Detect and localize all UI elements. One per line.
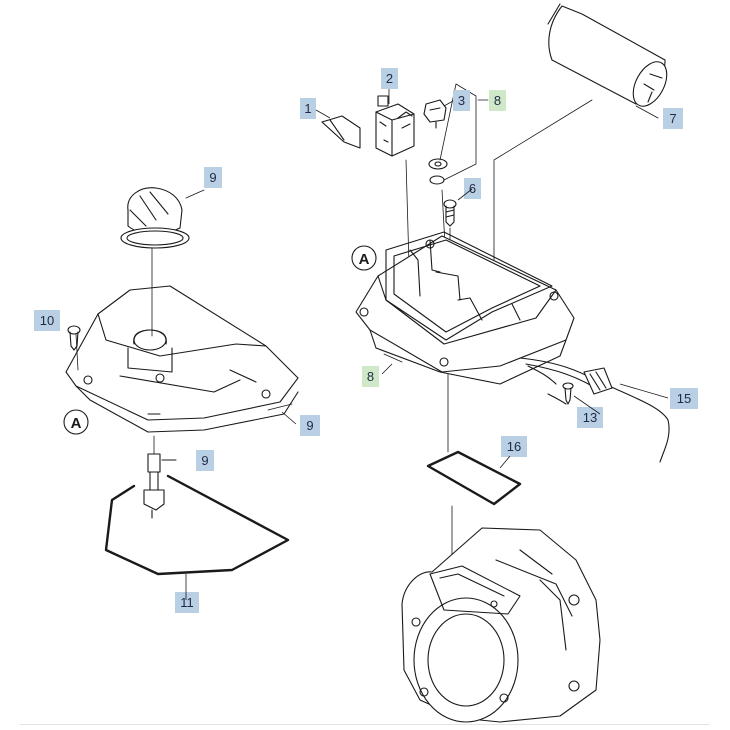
pointer-marks bbox=[267, 353, 403, 411]
reference-a-left: A bbox=[71, 415, 82, 432]
insulation-sheet-part-1 bbox=[321, 115, 361, 149]
callout-13[interactable]: 13 bbox=[577, 407, 603, 428]
screw-part-13 bbox=[562, 382, 574, 405]
probe-part-9 bbox=[143, 453, 177, 519]
left-cover-housing bbox=[65, 285, 299, 433]
callout-9-top[interactable]: 9 bbox=[204, 167, 222, 188]
callout-10[interactable]: 10 bbox=[34, 310, 60, 331]
screw-part-10 bbox=[67, 325, 81, 351]
motor-flange-housing bbox=[401, 527, 601, 723]
callout-3[interactable]: 3 bbox=[453, 90, 470, 111]
callout-6[interactable]: 6 bbox=[464, 178, 481, 199]
cable-part-15 bbox=[519, 357, 670, 463]
leader-lines-left bbox=[75, 189, 205, 455]
bottom-divider bbox=[20, 724, 710, 725]
reference-a-marks bbox=[63, 245, 377, 435]
reference-a-right: A bbox=[359, 251, 370, 268]
callout-16[interactable]: 16 bbox=[501, 436, 527, 457]
callout-15[interactable]: 15 bbox=[670, 388, 698, 409]
callout-8-lower[interactable]: 8 bbox=[362, 366, 379, 387]
callout-8-top[interactable]: 8 bbox=[489, 90, 506, 111]
callout-9-lower[interactable]: 9 bbox=[196, 450, 214, 471]
gasket-part-11 bbox=[104, 474, 290, 576]
capacitor-part-7 bbox=[547, 3, 668, 107]
callout-11[interactable]: 11 bbox=[175, 592, 199, 613]
screw-part-6 bbox=[443, 199, 457, 227]
callout-1[interactable]: 1 bbox=[300, 98, 316, 119]
clip-part-3 bbox=[423, 99, 447, 129]
electrical-box-housing bbox=[355, 231, 575, 385]
microswitch-part-2 bbox=[375, 95, 415, 157]
callout-2[interactable]: 2 bbox=[381, 68, 398, 89]
callout-7[interactable]: 7 bbox=[663, 108, 683, 129]
knob-part-9 bbox=[120, 187, 190, 249]
callout-9-right[interactable]: 9 bbox=[300, 415, 320, 436]
